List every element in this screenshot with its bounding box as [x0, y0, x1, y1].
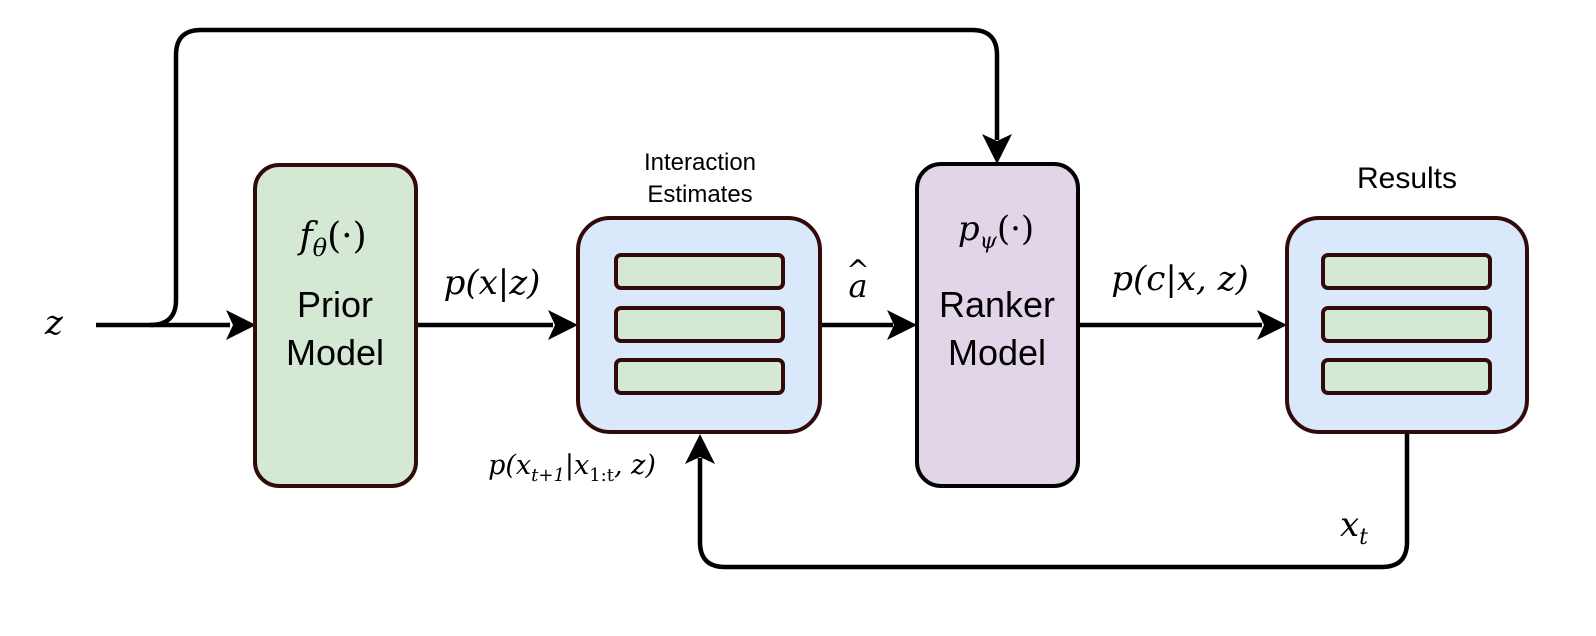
prior-model-box	[253, 163, 418, 488]
ranker-to-results-arrow-head	[1257, 310, 1287, 340]
ranker-to-results-label: p(c|x, z)	[1111, 259, 1249, 299]
results-node: Results	[1285, 162, 1529, 434]
feedback-line	[697, 432, 1410, 570]
input-arrow-head	[226, 310, 256, 340]
prior-model-node: fθ(·) Prior Model	[253, 163, 418, 488]
results-title: Results	[1357, 162, 1457, 195]
prior-to-estimates-label: p(x|z)	[444, 263, 541, 303]
input-symbol: z	[44, 303, 64, 343]
prior-function-label: fθ(·)	[296, 216, 366, 262]
ranker-title-line2: Model	[948, 332, 1046, 373]
a-hat-accent: ^	[846, 254, 869, 287]
ranker-title-line1: Ranker	[939, 284, 1055, 325]
connectors	[96, 27, 1410, 570]
estimates-bar-1	[614, 253, 785, 290]
a-hat-symbol: a	[848, 267, 867, 305]
interaction-estimates-node: Interaction Estimates	[576, 149, 822, 434]
feedback-update-label: p(xt+1|x1:t, z)	[488, 450, 656, 486]
ranker-function-label: pψ(·)	[958, 209, 1034, 254]
bypass-line	[149, 27, 1000, 328]
bypass-arrow-head	[982, 134, 1012, 164]
estimates-to-ranker-label: ^ a	[846, 254, 869, 305]
estimates-bar-2	[614, 306, 785, 343]
estimates-bar-3	[614, 358, 785, 395]
ranker-model-box	[915, 162, 1080, 488]
estimates-title-line2: Estimates	[647, 181, 752, 208]
feedback-arrow-head	[685, 434, 715, 464]
estimates-to-ranker-arrow-head	[887, 310, 917, 340]
estimates-title-line1: Interaction	[644, 149, 756, 176]
ranker-model-node: pψ(·) Ranker Model	[915, 162, 1080, 488]
results-output-label: xt	[1340, 505, 1368, 550]
results-bar-3	[1321, 358, 1492, 395]
prior-to-estimates-arrow-head	[548, 310, 578, 340]
prior-title-line1: Prior	[297, 284, 373, 325]
results-bar-1	[1321, 253, 1492, 290]
prior-title-line2: Model	[286, 332, 384, 373]
results-bar-2	[1321, 306, 1492, 343]
